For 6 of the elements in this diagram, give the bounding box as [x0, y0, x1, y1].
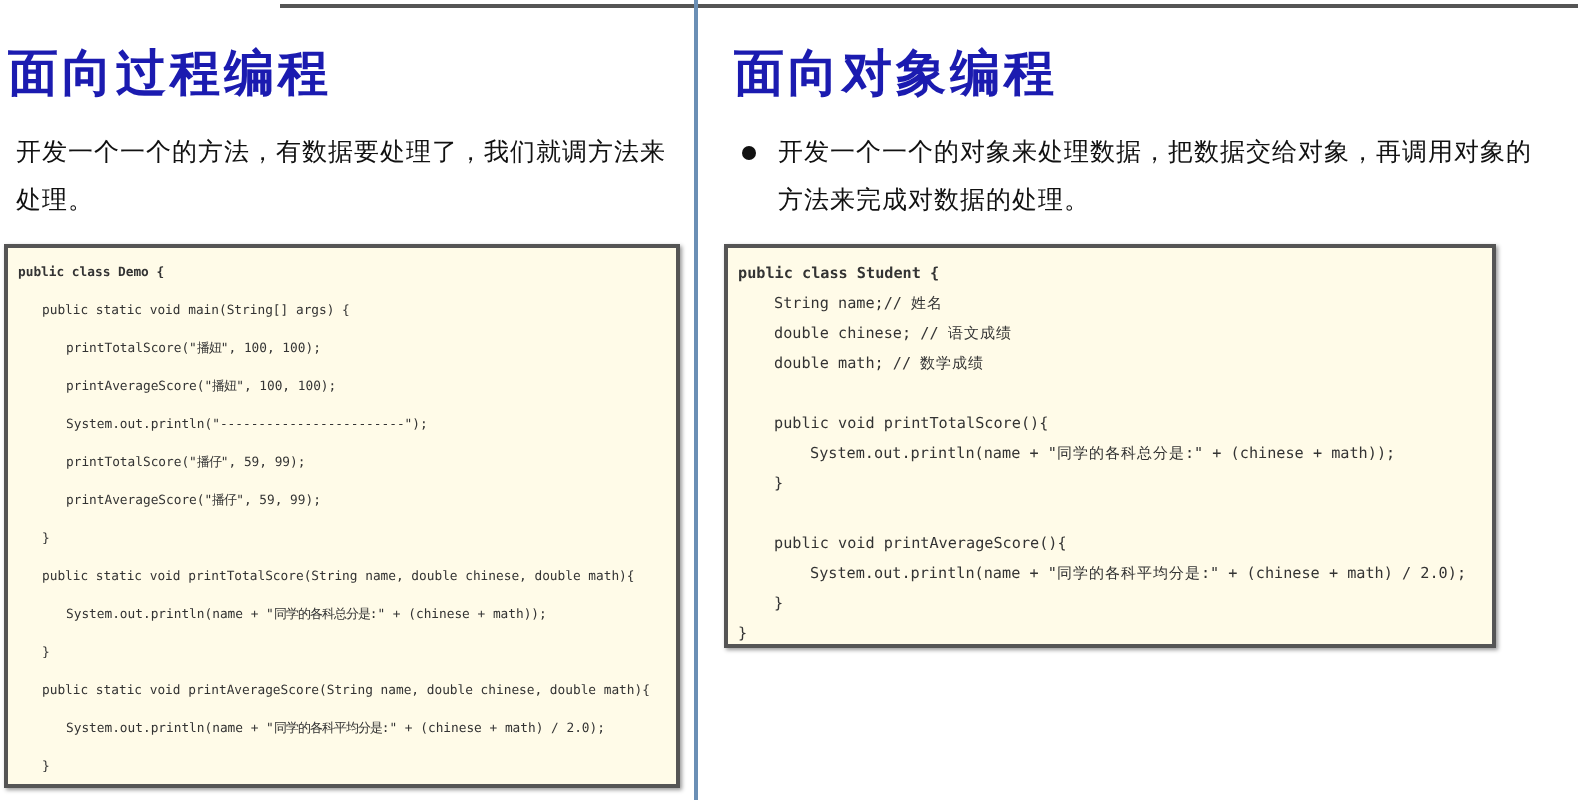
heading: 面向过程编程 — [8, 42, 332, 106]
code-box — [724, 244, 1496, 648]
paragraph: 开发一个一个的对象来处理数据，把数据交给对象，再调用对象的方法来完成对数据的处理。 — [778, 134, 1534, 218]
paragraph: 开发一个一个的方法，有数据要处理了，我们就调方法来处理。 — [16, 134, 666, 218]
code-box — [4, 244, 680, 788]
heading: 面向对象编程 — [734, 42, 1058, 106]
